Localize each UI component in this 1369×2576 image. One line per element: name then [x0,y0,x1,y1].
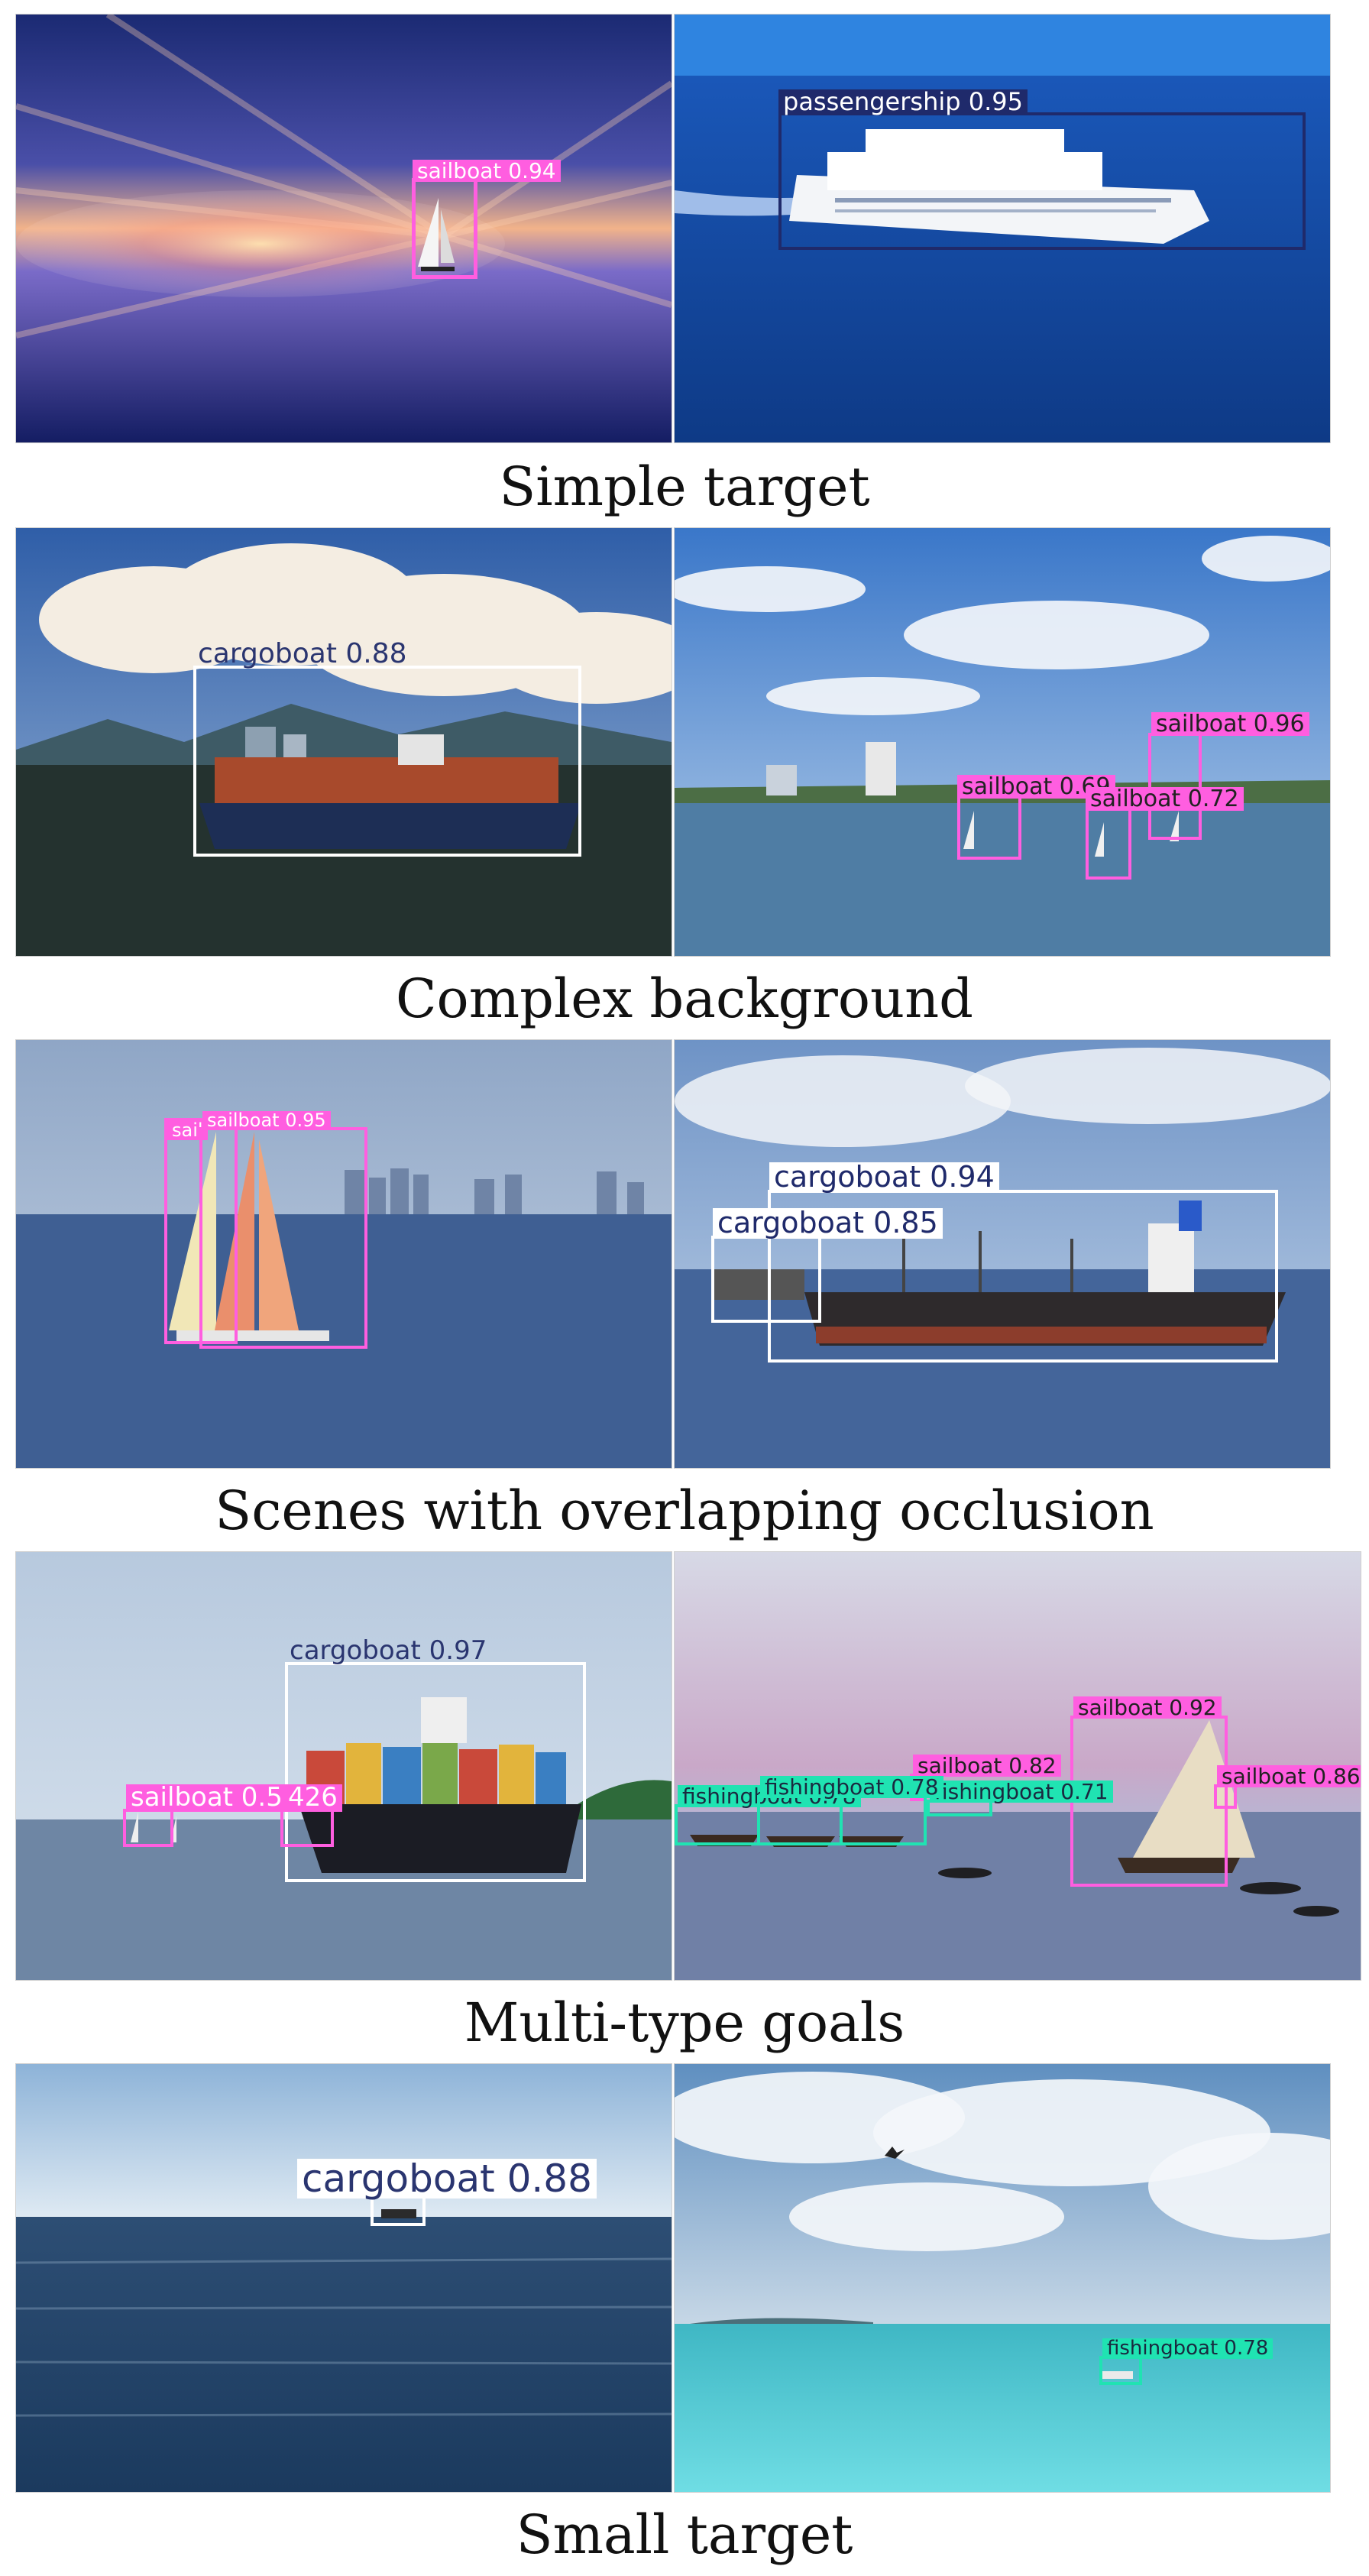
caption-small-target: Small target [516,2503,853,2566]
detection-label: fishingboat 0.78 [760,1775,943,1798]
caption-simple-target: Simple target [499,455,870,518]
cargoboat-detection-box: cargoboat 0.85 [711,1207,943,1323]
sailboat-detection-box: sailboat 0.94 [412,159,561,279]
image-small-target-left: cargoboat 0.88 [15,2063,672,2493]
image-complex-background-left: cargoboat 0.88 [15,527,672,957]
detection-label: cargoboat 0.88 [198,638,407,670]
sailboat-detection-box: sailboat 0.86 [1214,1764,1361,1809]
fishingboat-detection-box: fishingboat 0.71 [927,1780,1113,1816]
image-simple-target-right: passengership 0.95 [674,14,1331,443]
detection-label: sailboat 0.96 [1151,711,1309,736]
cargoboat-detection-box: cargoboat 0.88 [193,640,581,857]
detection-label: sailboat 0.5 [126,1784,287,1812]
sailboat-detection-box: sailboat 0.72 [1086,786,1244,880]
detection-label: sailboat 0.94 [413,159,561,182]
sailboat-detection-box: sailboat 0.5 [123,1784,287,1847]
detection-label: sailboat 0.86 [1217,1764,1361,1787]
detection-label: cargoboat 0.88 [297,2158,597,2199]
sailboat-detection-box: sail [164,1118,238,1344]
image-overlapping-occlusion-left: sail sailboat 0.95 [15,1039,672,1469]
sailboat-detection-box: 426 [280,1784,342,1847]
caption-overlapping-occlusion: Scenes with overlapping occlusion [215,1479,1154,1542]
image-small-target-right: fishingboat 0.78 [674,2063,1331,2493]
passengership-detection-box: passengership 0.95 [778,89,1306,250]
sailboat-detection-box: sailboat 0.95 [199,1110,367,1349]
sailboat-detection-box: sailboat 0.69 [957,774,1115,860]
detection-label: sailboat 0.82 [913,1754,1061,1777]
detection-label: cargoboat 0.97 [290,1635,487,1667]
detection-label: passengership 0.95 [778,89,1028,115]
fishingboat-detection-box: fishingboat 0.78 [757,1775,943,1845]
detection-label: cargoboat 0.94 [769,1162,999,1193]
caption-complex-background: Complex background [396,967,973,1030]
image-complex-background-right: sailboat 0.96 sailboat 0.69 sailboat 0.7… [674,527,1331,957]
detection-label: fishingboat 0.78 [1102,2338,1274,2359]
detection-label: sailboat 0.72 [1086,786,1244,811]
fishingboat-detection-box: fishingboat 0.78 [1099,2338,1274,2385]
cargoboat-detection-box: cargoboat 0.97 [285,1638,586,1882]
caption-multi-type: Multi-type goals [464,1991,905,2054]
cargoboat-detection-box: cargoboat 0.94 [768,1162,1278,1363]
detection-label: sailboat 0.92 [1073,1696,1222,1719]
image-overlapping-occlusion-right: cargoboat 0.94 cargoboat 0.85 [674,1039,1331,1469]
image-multi-type-left: cargoboat 0.97 sailboat 0.5 426 [15,1551,672,1981]
image-simple-target-left: sailboat 0.94 [15,14,672,443]
detection-label: fishingboat 0.71 [930,1780,1113,1803]
detection-label: 426 [283,1784,342,1812]
cargoboat-detection-box: cargoboat 0.88 [297,2158,597,2226]
sailboat-detection-box: sailboat 0.96 [1148,711,1309,840]
detection-label: sailboat 0.95 [202,1110,331,1130]
sailboat-detection-box: sailboat 0.82 [910,1754,1061,1801]
detection-label: cargoboat 0.85 [713,1207,943,1239]
image-multi-type-right: sailboat 0.92 sailboat 0.82 sailboat 0.8… [674,1551,1361,1981]
